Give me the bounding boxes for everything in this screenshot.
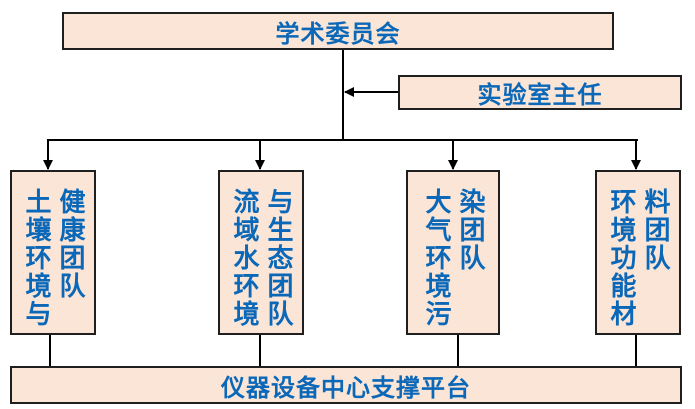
team-materials-col2: 料团队 <box>640 188 670 272</box>
team-air-col2: 染团队 <box>455 188 485 272</box>
team-box-water: 流域水环境 与生态团队 <box>218 170 304 335</box>
team-soil-col2: 健康团队 <box>55 188 85 300</box>
committee-label: 学术委员会 <box>275 19 401 48</box>
team-air-col1: 大气环境污 <box>421 188 451 328</box>
committee-box: 学术委员会 <box>62 12 614 50</box>
director-label: 实验室主任 <box>477 81 603 109</box>
team-materials-col1: 环境功能材 <box>606 188 636 328</box>
team-water-col2: 与生态团队 <box>263 188 293 328</box>
platform-box: 仪器设备中心支撑平台 <box>10 366 682 404</box>
team-box-soil: 土壤环境与 健康团队 <box>10 170 96 335</box>
team-box-materials: 环境功能材 料团队 <box>595 170 681 335</box>
director-box: 实验室主任 <box>398 75 682 110</box>
team-box-air: 大气环境污 染团队 <box>406 170 500 335</box>
platform-label: 仪器设备中心支撑平台 <box>221 373 471 402</box>
team-water-col1: 流域水环境 <box>229 188 259 328</box>
team-soil-col1: 土壤环境与 <box>21 188 51 328</box>
